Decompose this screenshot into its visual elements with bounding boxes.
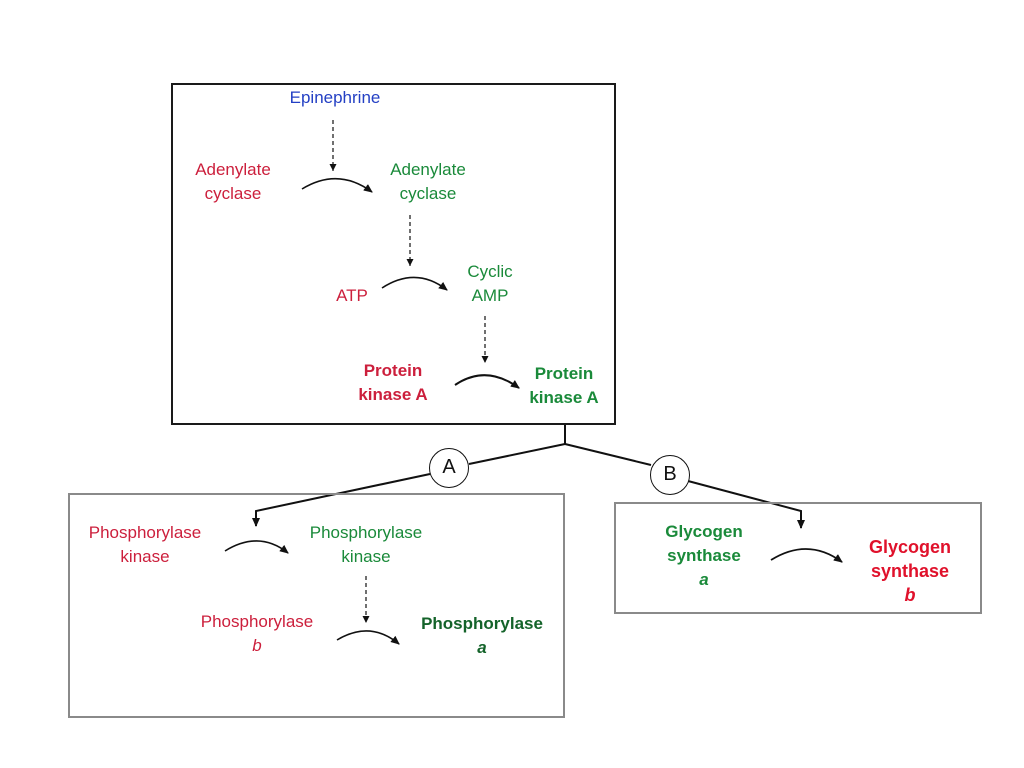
- atp-label: ATP: [336, 286, 368, 305]
- phosphorylase-a-label: Phosphorylase a: [421, 614, 543, 657]
- curved-arrow-glycogen-synthase: [770, 548, 843, 563]
- protein-kinase-a-inactive-label: Protein kinase A: [358, 361, 428, 404]
- curved-arrow-phk: [224, 540, 289, 554]
- phosphorylase-kinase-inactive-label: Phosphorylase kinase: [88, 523, 202, 566]
- phosphorylase-b-label: Phosphorylase b: [200, 612, 314, 655]
- phosphorylase-kinase-active-label: Phosphorylase kinase: [309, 523, 423, 566]
- glycogen-synthase-a-label: Glycogen synthase a: [665, 522, 743, 589]
- branch-a-line: [468, 443, 566, 465]
- branch-a-circle: A: [429, 448, 469, 488]
- glycogen-synthase-box: [614, 502, 982, 614]
- cyclic-amp-label: Cyclic AMP: [467, 262, 513, 305]
- branch-a-arrow: [252, 473, 431, 527]
- branch-b-circle: B: [650, 455, 690, 495]
- curved-arrow-adenylate: [301, 177, 373, 193]
- glycogen-synthase-b-label: Glycogen synthase b: [868, 537, 952, 605]
- camp-pathway-box: [171, 83, 616, 425]
- branch-b-line: [564, 443, 652, 466]
- curved-arrow-atp: [381, 276, 448, 291]
- curved-arrow-phosphorylase: [336, 630, 400, 645]
- phosphorylase-box: [68, 493, 565, 718]
- epinephrine-label: Epinephrine: [289, 88, 381, 107]
- adenylate-cyclase-inactive-label: Adenylate cyclase: [195, 160, 271, 203]
- branch-b-arrow: [687, 480, 805, 529]
- adenylate-cyclase-active-label: Adenylate cyclase: [390, 160, 466, 203]
- curved-arrow-pka: [454, 374, 520, 389]
- protein-kinase-a-active-label: Protein kinase A: [529, 364, 599, 407]
